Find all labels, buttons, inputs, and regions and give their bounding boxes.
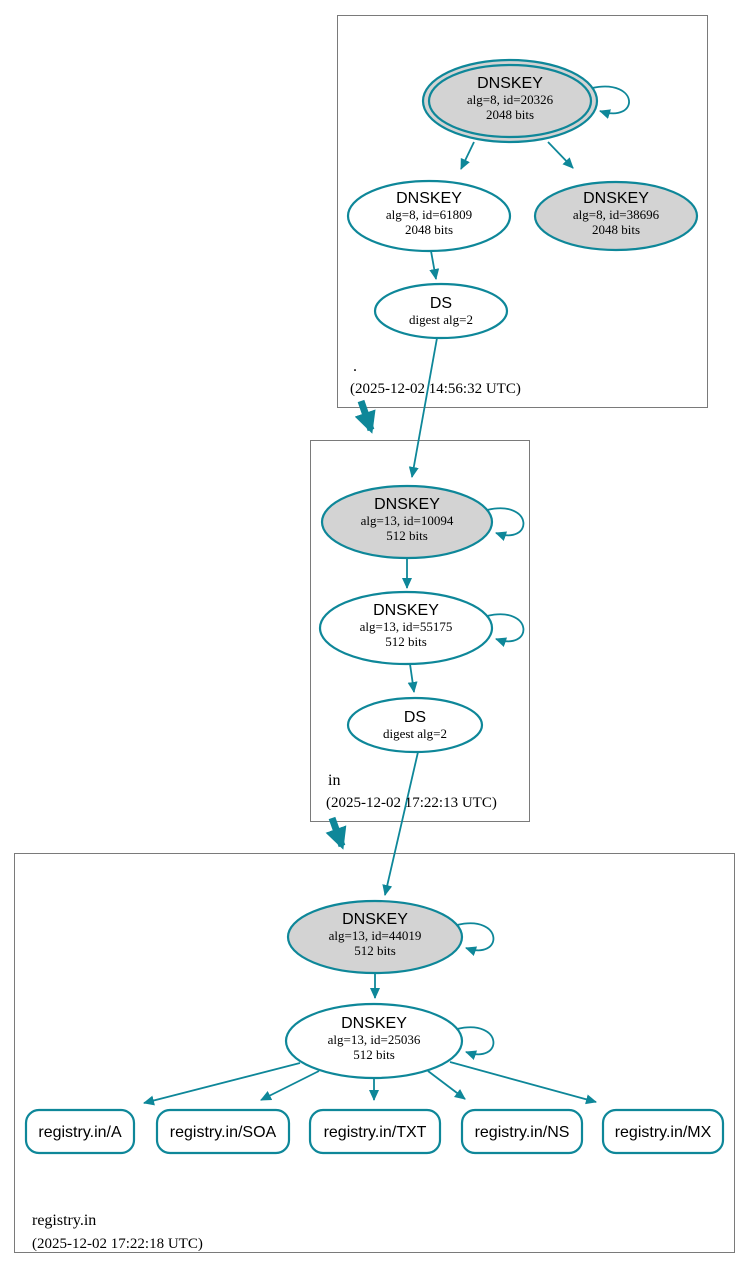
edge-delegation-root-to-in [354, 399, 376, 434]
edge-selfsign-25036 [456, 1026, 495, 1060]
edge-in-ds-to-registry-ksk [382, 751, 419, 896]
edge-20326-to-38696 [547, 141, 574, 169]
rrset-mx-box[interactable] [601, 1108, 725, 1155]
dnskey-25036-type: DNSKEY [341, 1015, 407, 1032]
edge-selfsign-44019 [456, 922, 495, 956]
dnskey-10094-alg: alg=13, id=10094 [361, 513, 454, 528]
dnskey-20326-ellipse-outer[interactable] [421, 58, 599, 144]
ds-root-type: DS [430, 295, 452, 312]
node-dnskey-44019[interactable]: DNSKEY alg=13, id=44019 512 bits [286, 899, 464, 975]
rrset-mx-label: registry.in/MX [615, 1124, 712, 1141]
zone-timestamp-root: (2025-12-02 14:56:32 UTC) [350, 381, 521, 397]
edge-55175-to-ds [407, 663, 418, 693]
ds-root-ellipse[interactable] [373, 282, 509, 340]
edge-25036-to-soa [260, 1070, 320, 1101]
dnskey-55175-bits: 512 bits [385, 634, 427, 649]
node-dnskey-61809[interactable]: DNSKEY alg=8, id=61809 2048 bits [346, 179, 512, 253]
edge-root-ds-to-in-ksk [408, 337, 438, 478]
node-dnskey-25036[interactable]: DNSKEY alg=13, id=25036 512 bits [284, 1002, 464, 1080]
dnskey-20326-ellipse-inner [427, 63, 593, 139]
rrset-ns-box[interactable] [460, 1108, 584, 1155]
dnskey-61809-type: DNSKEY [396, 190, 462, 207]
dnskey-44019-alg: alg=13, id=44019 [329, 928, 422, 943]
dnskey-61809-alg: alg=8, id=61809 [386, 207, 472, 222]
dnskey-20326-type: DNSKEY [477, 75, 543, 92]
dnskey-61809-bits: 2048 bits [405, 222, 453, 237]
node-dnskey-55175[interactable]: DNSKEY alg=13, id=55175 512 bits [318, 590, 494, 666]
dnskey-10094-bits: 512 bits [386, 528, 428, 543]
zone-timestamp-registry-in: (2025-12-02 17:22:18 UTC) [32, 1236, 203, 1252]
rrset-ns-label: registry.in/NS [475, 1124, 570, 1141]
edge-delegation-in-to-registry [325, 816, 347, 850]
edge-25036-to-mx [449, 1061, 597, 1105]
zone-label-in: in [328, 772, 340, 789]
rrset-txt-box[interactable] [308, 1108, 442, 1155]
dnskey-61809-ellipse[interactable] [346, 179, 512, 253]
dnskey-55175-ellipse[interactable] [318, 590, 494, 666]
dnskey-38696-ellipse[interactable] [533, 180, 699, 252]
ds-in-digest: digest alg=2 [383, 726, 447, 741]
ds-in-ellipse[interactable] [346, 696, 484, 754]
zone-timestamp-in: (2025-12-02 17:22:13 UTC) [326, 795, 497, 811]
edge-25036-to-ns [427, 1070, 466, 1100]
rrset-a-box[interactable] [24, 1108, 136, 1155]
dnskey-44019-ellipse[interactable] [286, 899, 464, 975]
dnskey-38696-alg: alg=8, id=38696 [573, 207, 660, 222]
dnskey-55175-type: DNSKEY [373, 602, 439, 619]
rrset-soa-box[interactable] [155, 1108, 291, 1155]
dnskey-20326-bits: 2048 bits [486, 107, 534, 122]
node-dnskey-38696[interactable]: DNSKEY alg=8, id=38696 2048 bits [533, 180, 699, 252]
node-rrset-registry-in-mx[interactable]: registry.in/MX [601, 1108, 725, 1155]
edge-selfsign-10094 [486, 507, 525, 541]
dnskey-20326-alg: alg=8, id=20326 [467, 92, 554, 107]
node-rrset-registry-in-txt[interactable]: registry.in/TXT [308, 1108, 442, 1155]
zone-label-registry-in: registry.in [32, 1212, 96, 1229]
dnskey-55175-alg: alg=13, id=55175 [360, 619, 453, 634]
ds-in-type: DS [404, 709, 426, 726]
node-dnskey-20326[interactable]: DNSKEY alg=8, id=20326 2048 bits [421, 58, 599, 144]
rrset-soa-label: registry.in/SOA [170, 1124, 277, 1141]
dnskey-10094-ellipse[interactable] [320, 484, 494, 560]
node-rrset-registry-in-a[interactable]: registry.in/A [24, 1108, 136, 1155]
edge-selfsign-55175 [486, 613, 525, 647]
node-rrset-registry-in-ns[interactable]: registry.in/NS [460, 1108, 584, 1155]
dnskey-38696-bits: 2048 bits [592, 222, 640, 237]
edge-61809-to-ds [429, 250, 440, 280]
zone-label-root: . [353, 358, 357, 375]
dnskey-38696-type: DNSKEY [583, 190, 649, 207]
dnskey-44019-type: DNSKEY [342, 911, 408, 928]
node-dnskey-10094[interactable]: DNSKEY alg=13, id=10094 512 bits [320, 484, 494, 560]
node-rrset-registry-in-soa[interactable]: registry.in/SOA [155, 1108, 291, 1155]
node-ds-in[interactable]: DS digest alg=2 [346, 696, 484, 754]
dnskey-44019-bits: 512 bits [354, 943, 396, 958]
ds-root-digest: digest alg=2 [409, 312, 473, 327]
rrset-txt-label: registry.in/TXT [324, 1124, 427, 1141]
edge-25036-to-a [143, 1062, 301, 1106]
edge-20326-to-61809 [460, 141, 475, 170]
dnskey-25036-bits: 512 bits [353, 1047, 395, 1062]
dnskey-10094-type: DNSKEY [374, 496, 440, 513]
rrset-a-label: registry.in/A [38, 1124, 122, 1141]
edge-selfsign-20326 [591, 85, 630, 119]
dnskey-25036-ellipse[interactable] [284, 1002, 464, 1080]
node-ds-root[interactable]: DS digest alg=2 [373, 282, 509, 340]
dnskey-25036-alg: alg=13, id=25036 [328, 1032, 421, 1047]
